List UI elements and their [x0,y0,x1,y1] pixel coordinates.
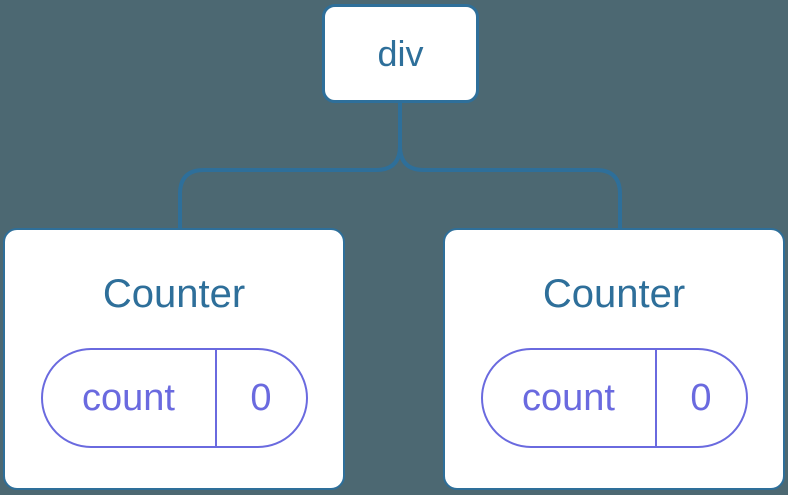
state-value: 0 [690,376,712,419]
root-node-div: div [322,4,479,103]
component-card-counter-right: Counter count 0 [443,228,785,490]
state-pill: count 0 [40,348,308,448]
component-card-counter-left: Counter count 0 [3,228,345,490]
state-pill: count 0 [480,348,748,448]
state-value: 0 [250,376,272,419]
state-key: count [43,350,217,446]
connector-left-branch [178,101,402,230]
component-title: Counter [102,272,246,316]
root-node-label: div [377,32,424,74]
connector-right-branch [398,101,622,230]
state-key: count [483,350,657,446]
component-title: Counter [542,272,686,316]
